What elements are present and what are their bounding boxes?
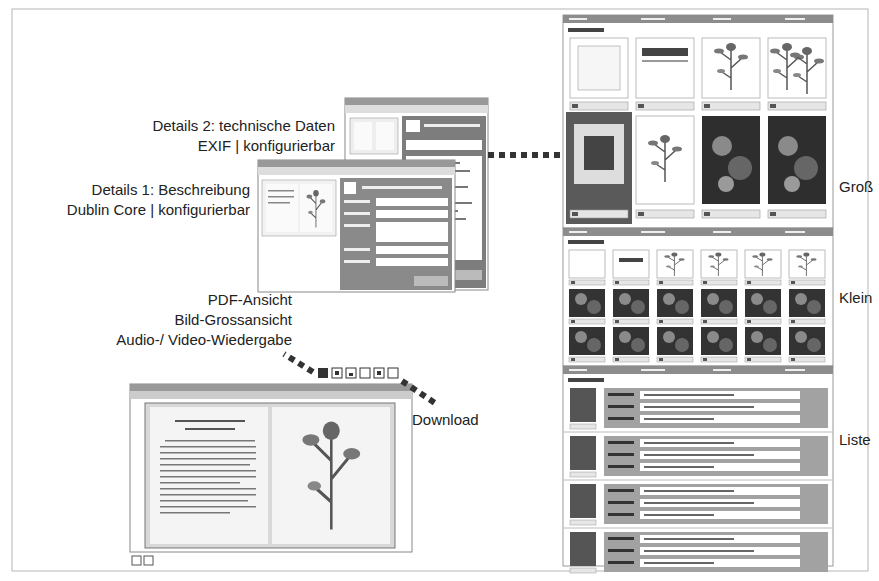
dotted-connector	[488, 152, 563, 158]
node-label: Liste	[839, 430, 871, 450]
details-window: Details 2: technische DatenEXIF | konfig…	[345, 98, 488, 290]
node-label: Dublin Core | konfigurierbar	[67, 200, 250, 220]
node-label: Groß	[839, 177, 873, 197]
node-label: EXIF | konfigurierbar	[198, 136, 335, 156]
view-screenshot: Klein	[563, 228, 833, 366]
node-label: Details 2: technische Daten	[152, 116, 335, 136]
viewer-toolbar	[318, 368, 398, 378]
large-view-screenshot	[563, 15, 833, 228]
node-label: Klein	[839, 288, 872, 308]
view-label: PDF-Ansicht	[208, 290, 292, 310]
view-screenshot: Groß	[563, 15, 833, 228]
small-view-screenshot	[563, 228, 833, 366]
view-label: Download	[412, 410, 479, 430]
leader-line	[284, 354, 313, 372]
document-viewer-screenshot	[130, 384, 412, 565]
details-window-dublin-core	[258, 160, 455, 292]
view-label: Bild-Grossansicht	[174, 310, 292, 330]
details-window: Details 1: BeschreibungDublin Core | kon…	[258, 160, 455, 292]
leader-line	[402, 381, 438, 405]
node-label: Details 1: Beschreibung	[92, 180, 250, 200]
view-screenshot: Liste	[563, 366, 833, 566]
frame	[12, 9, 868, 571]
list-view-screenshot	[563, 366, 833, 573]
view-label: Audio-/ Video-Wiedergabe	[116, 330, 292, 350]
